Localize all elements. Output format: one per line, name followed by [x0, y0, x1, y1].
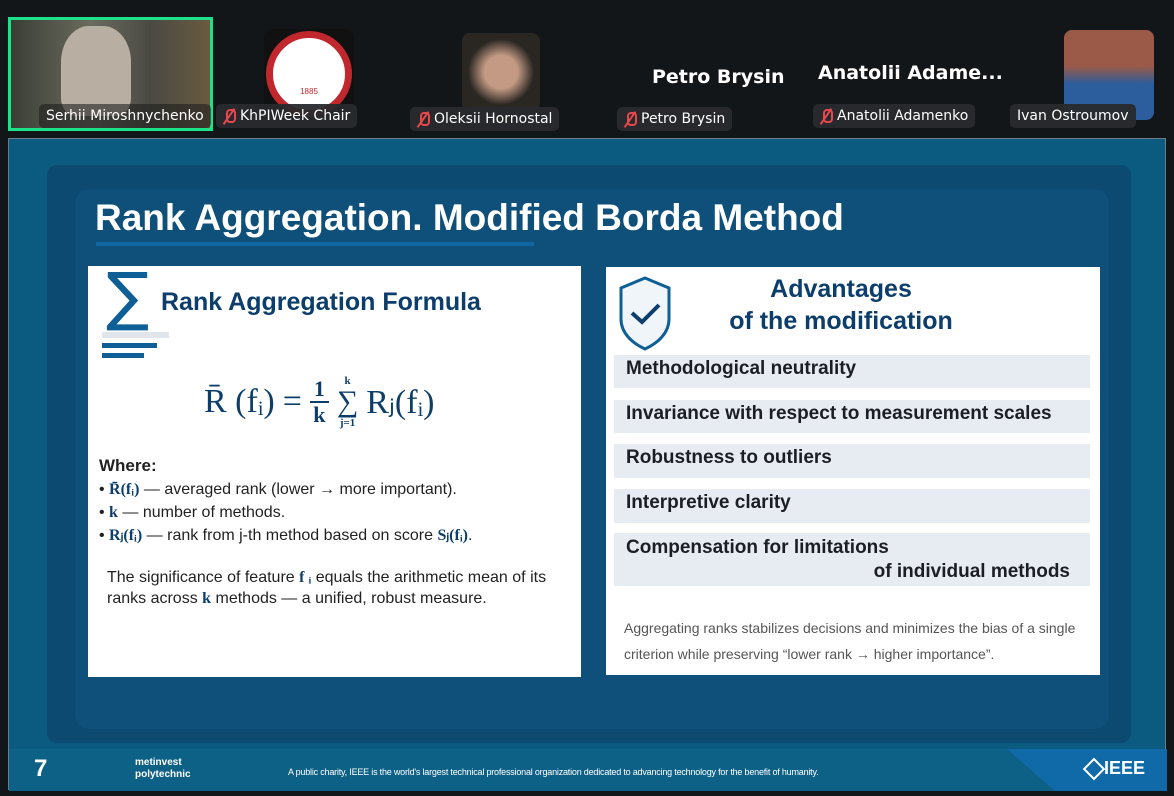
- participant-name-tag: Ivan Ostroumov: [1010, 104, 1136, 128]
- mic-muted-icon: [223, 108, 236, 124]
- brand-line: polytechnic: [135, 769, 191, 780]
- title-underline: [96, 242, 534, 246]
- advantage-line: Compensation for limitations: [626, 537, 889, 558]
- bullet-symbol: R̄(fᵢ): [109, 481, 140, 498]
- participant-name: Petro Brysin: [641, 111, 726, 127]
- heading-line: Advantages: [770, 275, 912, 303]
- bullet-symbol: k: [109, 504, 118, 521]
- shared-slide: Rank Aggregation. Modified Borda Method …: [8, 138, 1167, 791]
- page-number: 7: [34, 755, 48, 782]
- participant-name-tag: Anatolii Adamenko: [813, 104, 976, 128]
- summary-text: The significance of feature f ᵢ equals t…: [107, 567, 577, 609]
- mic-muted-icon: [417, 111, 430, 127]
- participant-avatar-khpi: 1885: [264, 29, 354, 119]
- bullet-item: • k — number of methods.: [99, 504, 286, 521]
- participant-name-tag: KhPIWeek Chair: [216, 104, 358, 128]
- advantage-item: Methodological neutrality: [614, 355, 1090, 388]
- mic-muted-icon: [820, 108, 833, 124]
- mic-muted-icon: [624, 111, 637, 127]
- advantage-line: of individual methods: [873, 561, 1070, 582]
- slide-footer: 7 metinvest polytechnic A public charity…: [9, 749, 1167, 791]
- advantage-item: Robustness to outliers: [614, 444, 1090, 478]
- bullet-list: • R̄(fᵢ) — averaged rank (lower → more i…: [99, 478, 472, 547]
- bullet-text: — number of methods.: [117, 504, 286, 521]
- sponsor-logo: metinvest polytechnic: [135, 757, 191, 781]
- slide-title: Rank Aggregation. Modified Borda Method: [95, 197, 844, 238]
- participant-name-tag: Serhii Miroshnychenko: [39, 104, 211, 128]
- formula-eq: =: [282, 383, 302, 420]
- participant-name: KhPIWeek Chair: [240, 108, 351, 124]
- advantage-item: Interpretive clarity: [614, 489, 1090, 523]
- formula-sum: k∑j=1: [336, 375, 359, 429]
- participant-name: Anatolii Adamenko: [837, 108, 969, 124]
- summary-part: methods — a unified, robust measure.: [211, 590, 487, 607]
- sum-bottom: j=1: [339, 417, 356, 429]
- participant-display-name: Anatolii Adame...: [818, 62, 1003, 84]
- participant-tile-serhii[interactable]: Serhii Miroshnychenko: [8, 17, 213, 131]
- advantages-card: Advantages of the modification Methodolo…: [606, 267, 1100, 675]
- bullet-symbol: Rⱼ(fᵢ): [109, 527, 143, 544]
- advantages-heading: Advantages of the modification: [696, 273, 986, 337]
- summary-part: equals the arithmetic mean of its ranks …: [107, 569, 547, 607]
- bullet-item: • R̄(fᵢ) — averaged rank (lower → more i…: [99, 481, 457, 498]
- bullet-end: .: [467, 527, 473, 544]
- ieee-logo-text: IEEE: [1104, 758, 1146, 778]
- participant-name: Serhii Miroshnychenko: [46, 108, 204, 124]
- participant-name-tag: Petro Brysin: [617, 107, 733, 131]
- advantage-item: Compensation for limitations of individu…: [614, 533, 1090, 586]
- sum-top: k: [344, 375, 351, 387]
- formula-lhs: R̄ (fᵢ): [204, 383, 275, 420]
- formula-den: k: [313, 402, 326, 427]
- participant-name-tag: Oleksii Hornostal: [410, 107, 560, 131]
- bullet-text: — rank from j-th method based on score: [142, 527, 438, 544]
- formula-heading: Rank Aggregation Formula: [161, 288, 481, 316]
- bullet-symbol: Sⱼ(fᵢ): [437, 527, 468, 544]
- advantage-item: Invariance with respect to measurement s…: [614, 400, 1090, 433]
- where-label: Where:: [99, 456, 157, 475]
- shield-check-icon: [619, 276, 671, 351]
- heading-line: of the modification: [729, 307, 953, 335]
- summary-part: The significance of feature: [107, 569, 300, 586]
- khpi-logo: 1885: [266, 31, 352, 117]
- participant-name: Oleksii Hornostal: [434, 111, 553, 127]
- lines-icon: [102, 332, 169, 358]
- bullet-item: • Rⱼ(fᵢ) — rank from j-th method based o…: [99, 527, 473, 544]
- participant-avatar-oleksii: [462, 33, 540, 111]
- brand-line: metinvest: [135, 757, 182, 768]
- sigma-icon: ∑: [106, 260, 150, 334]
- participant-display-name: Petro Brysin: [652, 66, 785, 88]
- formula-num: 1: [309, 377, 329, 403]
- advantages-note: Aggregating ranks stabilizes decisions a…: [624, 620, 1076, 662]
- participant-video: [61, 26, 131, 116]
- summary-symbol: f ᵢ: [299, 569, 312, 586]
- participant-name: Ivan Ostroumov: [1017, 108, 1129, 124]
- bullet-text: — averaged rank (lower → more important)…: [139, 481, 457, 498]
- ieee-logo: IEEE: [1082, 757, 1146, 780]
- formula-rhs: Rⱼ(fᵢ): [366, 384, 435, 421]
- footer-tagline: A public charity, IEEE is the world's la…: [288, 767, 819, 777]
- summary-symbol: k: [202, 590, 212, 607]
